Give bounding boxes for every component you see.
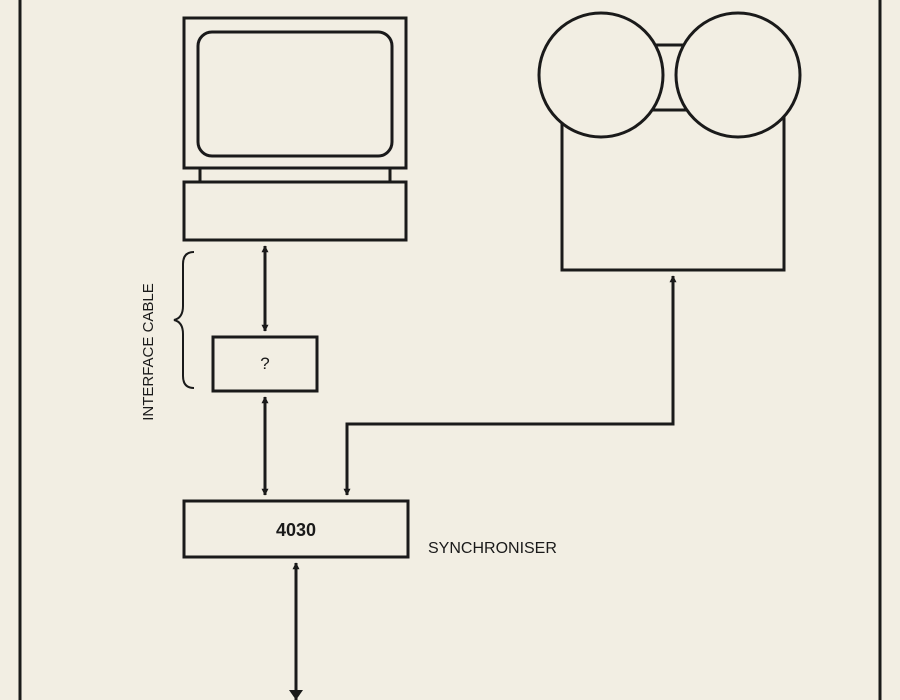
interface-box-label: ? — [260, 354, 269, 373]
tape-reel-right — [674, 11, 802, 139]
tape-recorder-body — [560, 108, 786, 272]
tape-recorder-icon — [537, 11, 802, 272]
interface-cable-label: INTERFACE CABLE — [140, 283, 157, 421]
monitor-neck — [198, 166, 392, 184]
interface-cable-brace — [173, 251, 195, 389]
synchroniser-box-label: 4030 — [276, 520, 316, 540]
interface-box — [211, 335, 319, 393]
synchroniser-box — [182, 499, 410, 559]
computer-base — [182, 180, 408, 242]
synchroniser-label: SYNCHRONISER — [428, 540, 557, 557]
monitor-screen — [196, 30, 394, 158]
computer-icon — [182, 16, 408, 242]
tape-reel-left — [537, 11, 665, 139]
arrow-synchroniser-tape — [343, 275, 677, 496]
monitor-housing — [182, 16, 408, 170]
output-arrowhead-partial — [289, 690, 303, 700]
